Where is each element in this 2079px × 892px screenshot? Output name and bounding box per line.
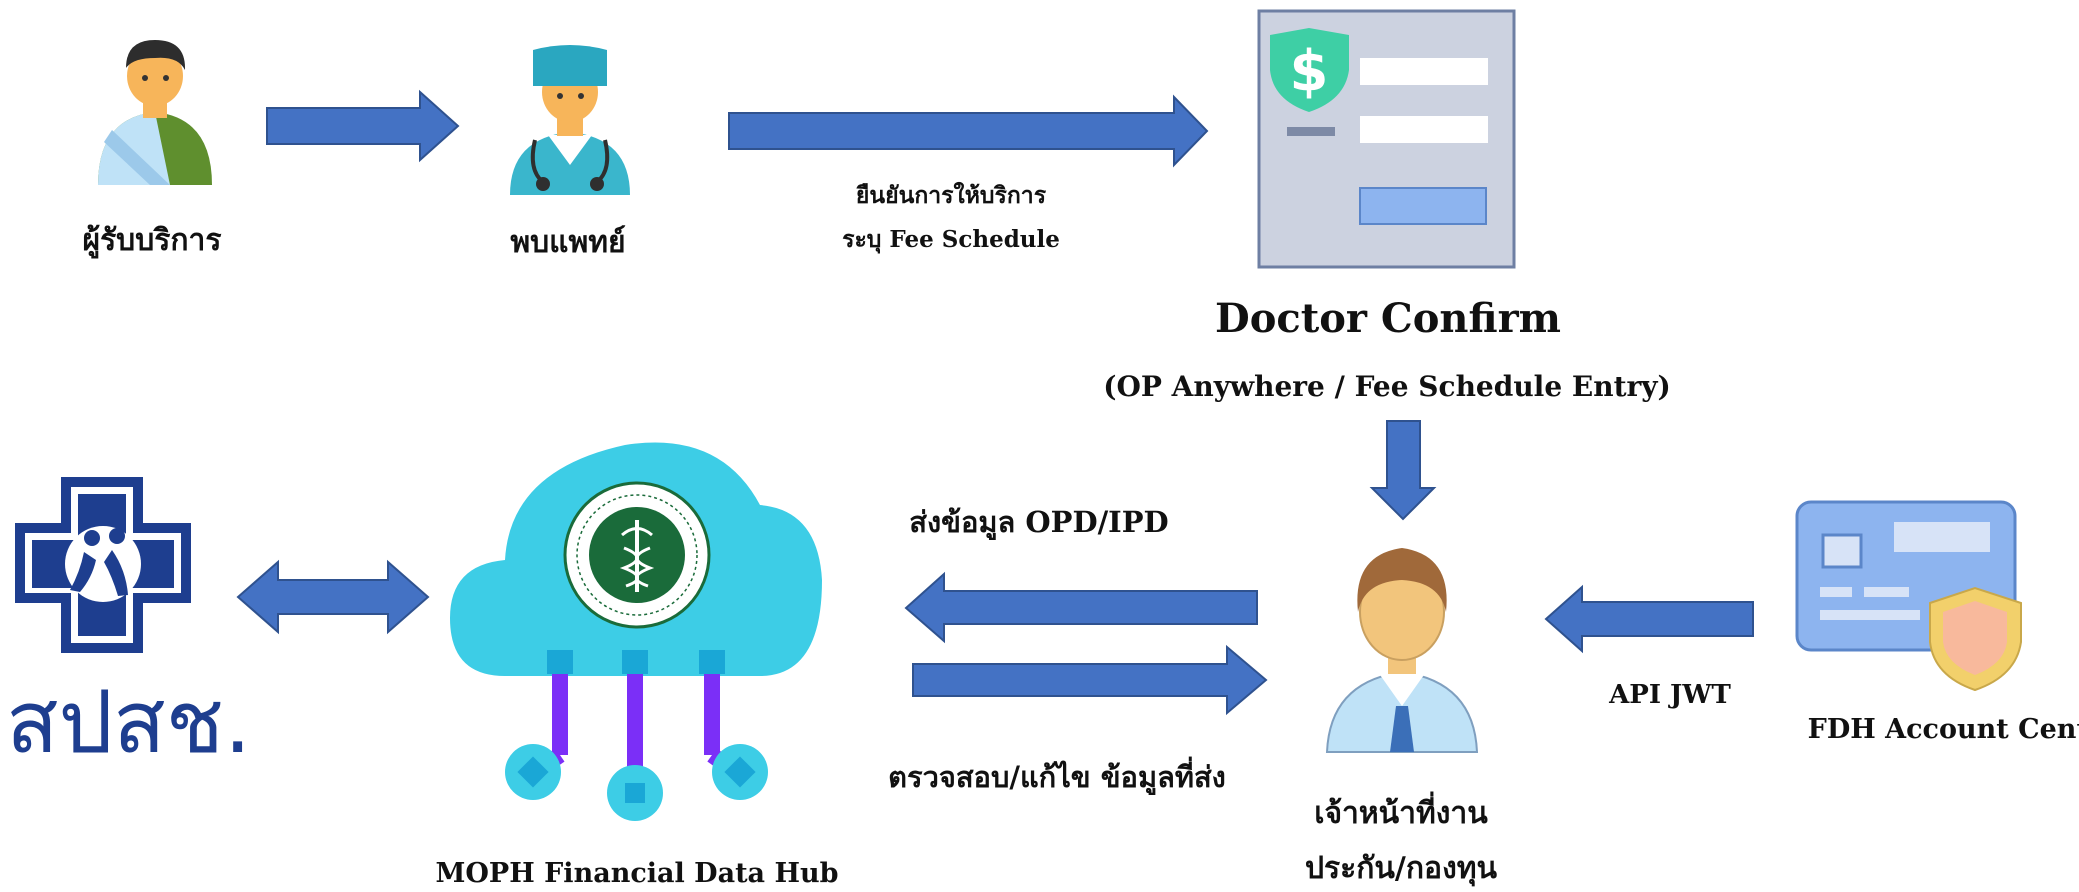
patient-icon (98, 40, 212, 185)
confirm-service-label: ยืนยันการให้บริการ (855, 182, 1047, 209)
arrow-doctor-to-confirm (728, 94, 1209, 168)
officer-icon (1325, 548, 1479, 753)
account-center-label: FDH Account Center (1807, 714, 2079, 745)
patient-label: ผู้รับบริการ (82, 223, 222, 258)
api-jwt-label: API JWT (1609, 680, 1731, 710)
send-data-label: ส่งข้อมูล OPD/IPD (909, 505, 1169, 539)
arrow-patient-to-doctor (266, 89, 460, 163)
nhso-logo-text: สปสช. (6, 673, 252, 773)
doctor-label: พบแพทย์ (510, 225, 626, 260)
doctor-icon (510, 45, 630, 195)
nhso-logo (15, 477, 191, 653)
shield-icon (1929, 586, 2022, 692)
review-data-label: ตรวจสอบ/แก้ไข ข้อมูลที่ส่ง (888, 760, 1226, 794)
arrow-confirm-to-officer (1369, 420, 1437, 521)
doctor-confirm-title: Doctor Confirm (1215, 295, 1561, 342)
form-icon: $ (1257, 9, 1516, 269)
arrow-bidirectional-nhso-fdh (236, 559, 430, 635)
moph-seal-icon (563, 481, 711, 629)
arrow-officer-to-fdh (904, 571, 1258, 644)
officer-label-line2: ประกัน/กองทุน (1304, 851, 1498, 886)
arrow-account-center-to-officer (1544, 584, 1754, 654)
arrow-fdh-to-officer (912, 644, 1268, 716)
fdh-label: MOPH Financial Data Hub (435, 858, 839, 889)
svg-text:$: $ (1290, 39, 1329, 104)
doctor-confirm-subtitle: (OP Anywhere / Fee Schedule Entry) (1103, 370, 1671, 403)
fee-schedule-label: ระบุ Fee Schedule (842, 226, 1060, 253)
officer-label-line1: เจ้าหน้าที่งาน (1314, 796, 1488, 831)
